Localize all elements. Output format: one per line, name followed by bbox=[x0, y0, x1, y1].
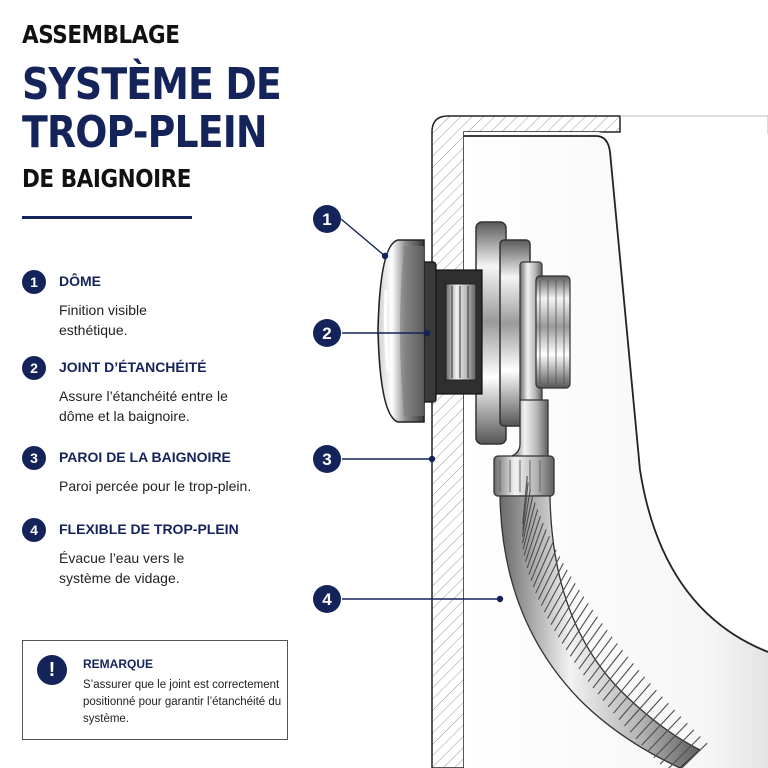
hose-rib bbox=[635, 702, 669, 740]
hose-rib bbox=[618, 683, 651, 720]
hose-rib bbox=[569, 616, 598, 657]
legend-title: JOINT D’ÉTANCHÉITÉ bbox=[59, 359, 207, 375]
hose-rib bbox=[543, 569, 568, 613]
hose-rib bbox=[530, 536, 550, 581]
hose-rib bbox=[522, 476, 528, 524]
callout-1: 1 bbox=[313, 205, 341, 233]
legend-description: Assure l’étanchéité entre le dôme et la … bbox=[59, 388, 228, 424]
hose-rib bbox=[532, 542, 554, 588]
hose-rib bbox=[561, 603, 589, 644]
legend-description: Évacue l’eau vers le système de vidage. bbox=[59, 550, 185, 586]
legend-title: DÔME bbox=[59, 273, 101, 289]
hose-rib bbox=[613, 676, 646, 714]
hose-rib bbox=[583, 636, 613, 676]
legend-description: Paroi percée pour le trop-plein. bbox=[59, 478, 252, 494]
leader-lines bbox=[340, 218, 504, 603]
hose-rib bbox=[624, 689, 657, 727]
hose-rib bbox=[537, 556, 561, 600]
elbow-pipe bbox=[493, 399, 555, 497]
hose-rib bbox=[540, 562, 564, 607]
hose-rib bbox=[523, 509, 539, 556]
hose-rib bbox=[524, 516, 541, 562]
hose-rib bbox=[641, 709, 676, 746]
hose-rib bbox=[522, 502, 536, 550]
hose-rib bbox=[659, 729, 695, 765]
legend-number: 2 bbox=[22, 356, 46, 380]
overflow-dome bbox=[377, 239, 425, 423]
legend-title: PAROI DE LA BAIGNOIRE bbox=[59, 449, 231, 465]
hose-rib bbox=[578, 629, 608, 670]
legend-description: Finition visible esthétique. bbox=[59, 302, 147, 338]
callout-number: 2 bbox=[322, 324, 331, 343]
callout-number: 1 bbox=[322, 210, 331, 229]
legend-number: 4 bbox=[22, 518, 46, 542]
hose-rib bbox=[653, 722, 688, 759]
legend-number: 3 bbox=[22, 446, 46, 470]
hose-rib bbox=[528, 529, 547, 575]
note-text: S’assurer que le joint est correctement … bbox=[83, 679, 282, 725]
hose-rib bbox=[521, 489, 531, 537]
legend-number: 1 bbox=[22, 270, 46, 294]
note-title: REMARQUE bbox=[83, 657, 154, 671]
hose-rib bbox=[565, 609, 594, 651]
hose-rib bbox=[557, 596, 585, 638]
callout-number: 3 bbox=[322, 450, 331, 469]
threaded-body bbox=[429, 269, 483, 395]
callout-4: 4 bbox=[313, 585, 341, 613]
hose-rib bbox=[574, 623, 603, 663]
callout-2: 2 bbox=[313, 319, 341, 347]
callout-3: 3 bbox=[313, 445, 341, 473]
title-block: ASSEMBLAGE SYSTÈME DE TROP-PLEIN DE BAIG… bbox=[22, 22, 322, 191]
hose-rib bbox=[535, 549, 557, 594]
callout-number: 4 bbox=[322, 590, 332, 609]
title-divider bbox=[22, 216, 192, 219]
hose-rib bbox=[587, 643, 618, 682]
flexible-hose bbox=[499, 476, 708, 768]
hose-rib bbox=[592, 649, 624, 689]
hose-rib bbox=[629, 696, 663, 733]
title-line-1: SYSTÈME DE bbox=[22, 59, 282, 110]
hose-rib bbox=[668, 736, 701, 768]
hose-rib bbox=[681, 742, 708, 768]
hose-rib bbox=[554, 589, 580, 632]
hose-rib bbox=[607, 669, 640, 708]
note-box: ! REMARQUE S’assurer que le joint est co… bbox=[22, 640, 288, 740]
hose-rib bbox=[647, 716, 682, 752]
title-sub: DE BAIGNOIRE bbox=[22, 164, 192, 194]
title-kicker: ASSEMBLAGE bbox=[22, 20, 180, 49]
legend-title: FLEXIBLE DE TROP-PLEIN bbox=[59, 521, 239, 537]
hose-rib bbox=[550, 583, 576, 625]
hose-rib bbox=[526, 522, 544, 569]
hose-rib bbox=[597, 656, 629, 695]
title-line-2: TROP-PLEIN bbox=[22, 106, 268, 158]
hose-rib bbox=[522, 482, 529, 531]
backnut-assembly bbox=[475, 221, 571, 445]
exclamation-icon: ! bbox=[37, 655, 67, 685]
hose-rib bbox=[547, 576, 572, 619]
hose-rib bbox=[602, 663, 634, 701]
hose-rib bbox=[522, 495, 534, 544]
